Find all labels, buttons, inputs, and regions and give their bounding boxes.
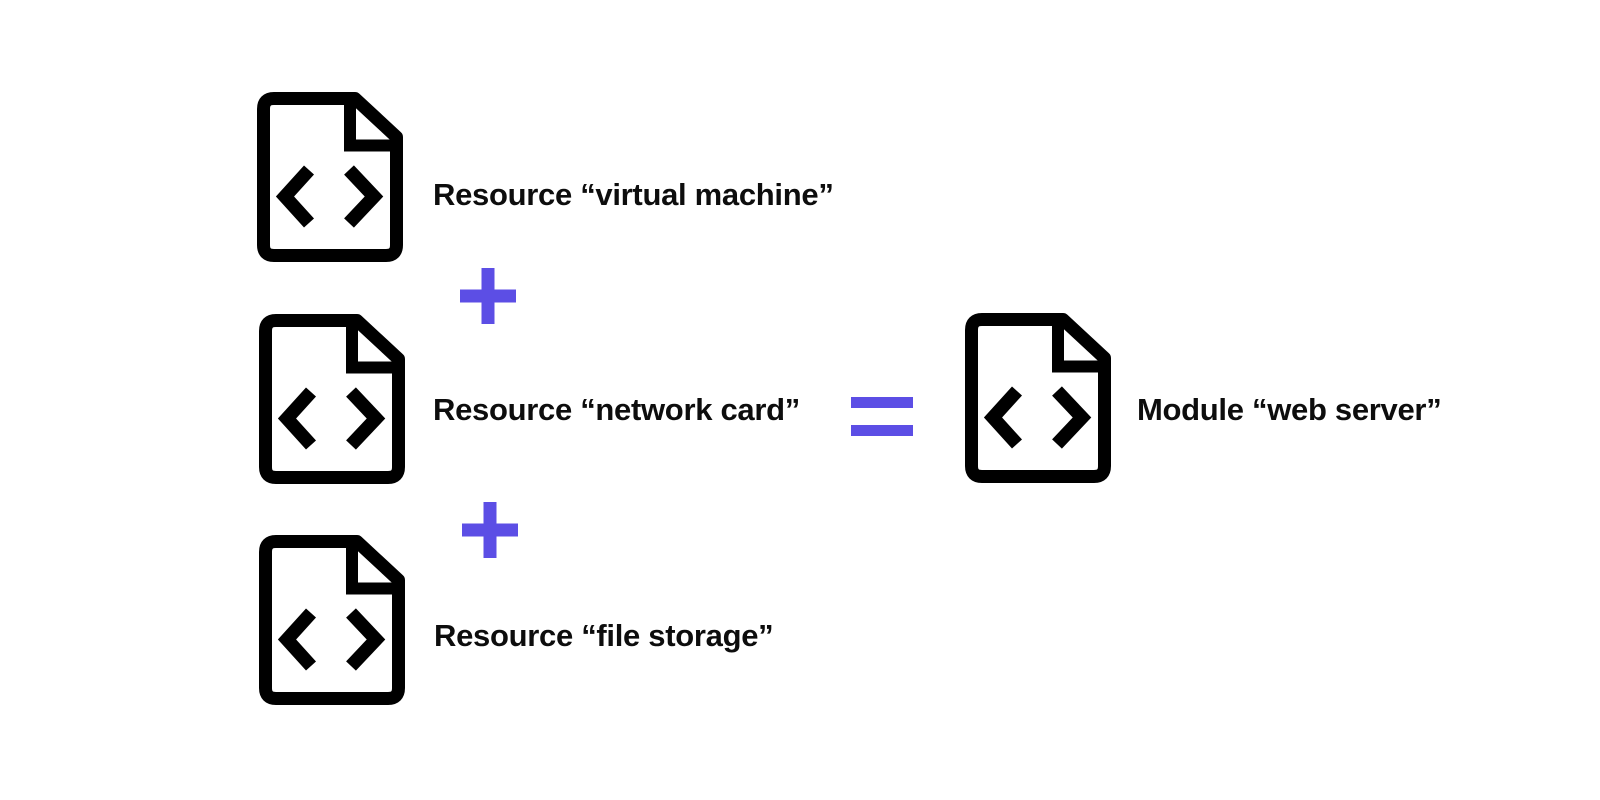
plus-icon [460,268,516,324]
module-label-web-server: Module “web server” [1137,392,1442,427]
resource-label-virtual-machine: Resource “virtual machine” [433,177,834,212]
resource-label-file-storage: Resource “file storage” [434,618,774,653]
equals-icon [851,397,913,436]
resource-label-network-card: Resource “network card” [433,392,800,427]
plus-icon [462,502,518,558]
code-file-icon [965,313,1111,483]
code-file-icon [257,92,403,262]
code-file-icon [259,314,405,484]
code-file-icon [259,535,405,705]
